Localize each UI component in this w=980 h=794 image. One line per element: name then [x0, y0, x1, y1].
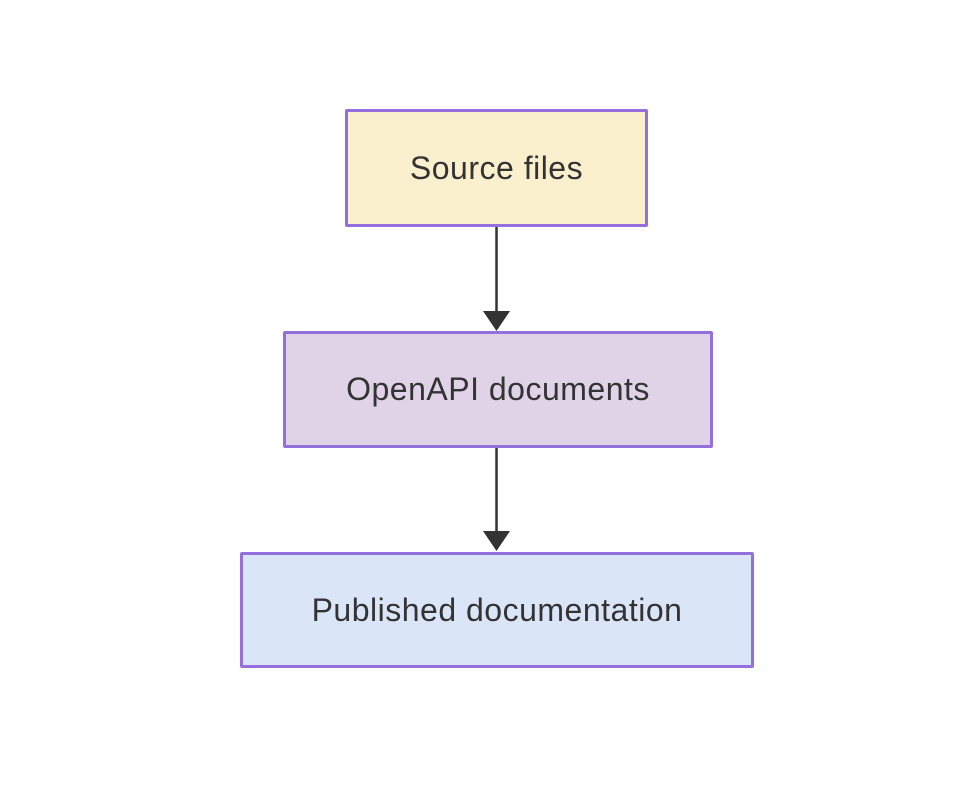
arrowhead-marker: [483, 531, 510, 551]
arrowhead-marker: [483, 311, 510, 331]
node-openapi-documents: OpenAPI documents: [283, 331, 713, 448]
node-published-documentation: Published documentation: [240, 552, 754, 668]
edge-source-to-openapi: [483, 227, 510, 331]
node-published-documentation-label: Published documentation: [311, 591, 683, 628]
node-source-files-label: Source files: [409, 149, 584, 186]
node-openapi-documents-label: OpenAPI documents: [346, 371, 650, 407]
edge-openapi-to-published: [483, 448, 510, 551]
node-source-files: Source files: [345, 109, 648, 227]
